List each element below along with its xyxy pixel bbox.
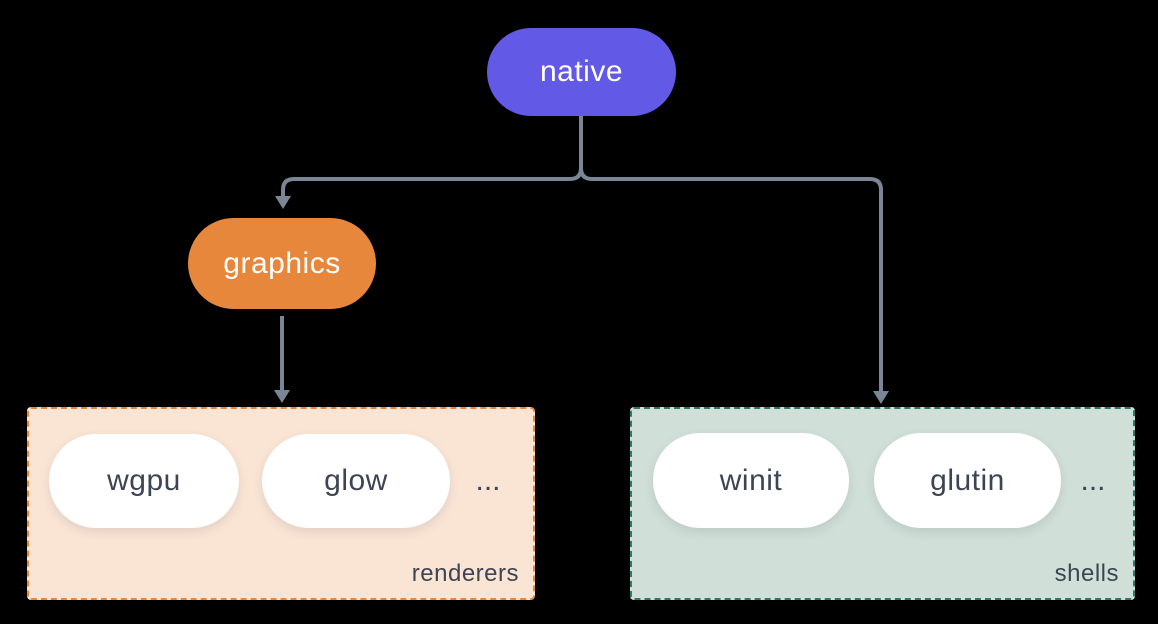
renderers-ellipsis: ... (465, 434, 511, 528)
pill-glutin-label: glutin (930, 463, 1005, 497)
renderers-ellipsis-label: ... (475, 464, 501, 497)
pill-wgpu-label: wgpu (107, 464, 181, 497)
arrowhead-to-graphics-icon (275, 196, 291, 209)
pill-wgpu: wgpu (49, 434, 239, 528)
pill-glutin: glutin (874, 433, 1061, 528)
group-renderers: wgpu glow ... renderers (27, 407, 535, 600)
node-native-label: native (539, 55, 624, 88)
pill-glow: glow (262, 434, 450, 528)
pill-glow-label: glow (324, 464, 388, 497)
arrowhead-to-renderers-icon (274, 390, 290, 403)
arrowhead-to-shells-icon (873, 391, 889, 404)
edge-native-to-graphics (281, 116, 583, 197)
shells-group-label: shells (1054, 560, 1119, 587)
shells-ellipsis-label: ... (1080, 463, 1106, 497)
node-native: native (487, 28, 676, 116)
group-shells: winit glutin ... shells (630, 407, 1135, 600)
node-graphics-label: graphics (223, 246, 341, 280)
shells-ellipsis: ... (1070, 433, 1116, 528)
edge-native-to-shells (579, 116, 883, 392)
pill-winit-label: winit (719, 463, 783, 497)
node-graphics: graphics (188, 218, 376, 309)
renderers-group-label: renderers (411, 560, 519, 587)
pill-winit: winit (653, 433, 849, 528)
